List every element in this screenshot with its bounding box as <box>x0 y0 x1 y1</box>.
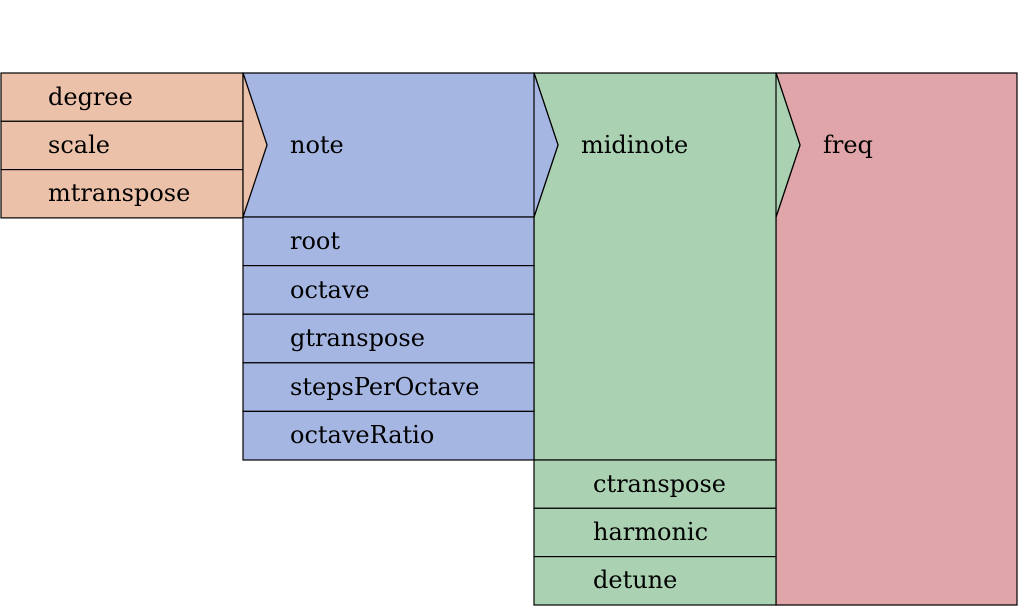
mtranspose-label: mtranspose <box>48 179 190 207</box>
octaveratio-label: octaveRatio <box>290 421 434 449</box>
gtranspose-label: gtranspose <box>290 324 425 352</box>
stepsperoctave-label: stepsPerOctave <box>290 373 479 401</box>
scale-label: scale <box>48 131 110 159</box>
harmonic-input-row <box>533 507 777 558</box>
octave-label: octave <box>290 276 370 304</box>
degree-group-arrow <box>242 72 268 218</box>
degree-label: degree <box>48 83 133 111</box>
detune-label: detune <box>593 566 677 594</box>
degree-input-row <box>0 72 244 122</box>
midinote-label: midinote <box>581 131 688 159</box>
note-label: note <box>290 131 344 159</box>
scale-input-row <box>0 120 244 171</box>
midinote-arrow <box>775 72 801 218</box>
ctranspose-input-row <box>533 459 777 509</box>
freq-label: freq <box>823 131 873 159</box>
freq-block <box>775 72 1018 606</box>
detune-input-row <box>533 555 777 606</box>
mtranspose-input-row <box>0 169 244 219</box>
ctranspose-label: ctranspose <box>593 470 726 498</box>
harmonic-label: harmonic <box>593 518 708 546</box>
octaveratio-input-row <box>242 410 535 461</box>
octave-input-row <box>242 265 535 315</box>
note-arrow <box>533 72 559 218</box>
root-label: root <box>290 227 340 255</box>
root-input-row <box>242 216 535 267</box>
